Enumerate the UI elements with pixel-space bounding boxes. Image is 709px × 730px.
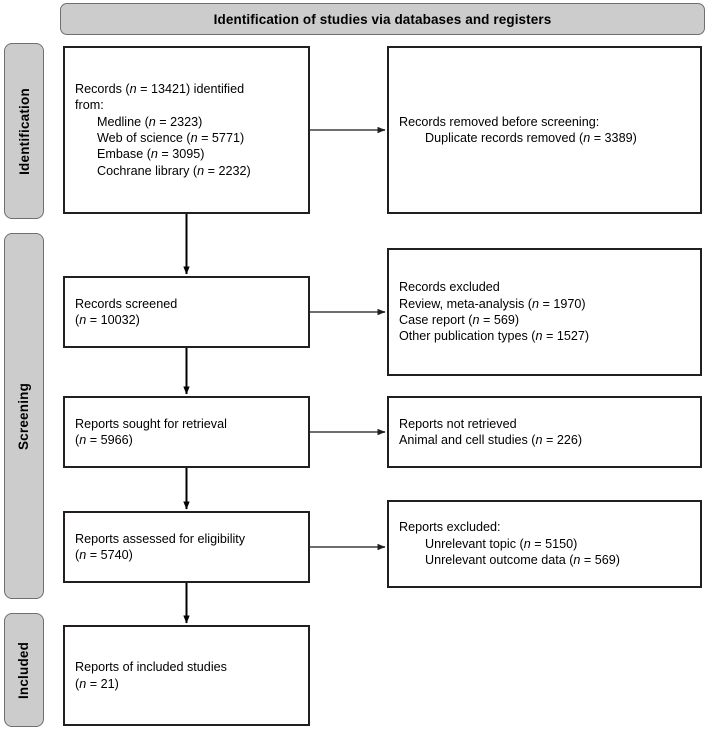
records-identified-source-medline: Medline (n = 2323)	[97, 114, 203, 129]
stage-label-identification: Identification	[16, 87, 32, 175]
reports-not-retrieved-line1: Reports not retrieved	[399, 416, 517, 431]
stage-label-included: Included	[16, 641, 32, 699]
stage-tab-included: Included	[4, 613, 44, 727]
reports-included-line1: Reports of included studies	[75, 660, 227, 675]
reports-not-retrieved-animal-cell-studies: Animal and cell studies (n = 226)	[399, 433, 583, 447]
box-reports-excluded: Reports excluded: Unrelevant topic (n = …	[387, 500, 702, 588]
records-removed-line1: Records removed before screening:	[399, 114, 600, 129]
reports-sought-line1: Reports sought for retrieval	[75, 416, 227, 431]
stage-tab-identification: Identification	[4, 43, 44, 219]
diagram-header-banner: Identification of studies via databases …	[60, 3, 705, 35]
reports-excluded-unrelevant-topic: Unrelevant topic (n = 5150)	[425, 536, 578, 551]
box-reports-not-retrieved: Reports not retrieved Animal and cell st…	[387, 396, 702, 468]
stage-label-screening: Screening	[16, 382, 32, 450]
box-reports-assessed-for-eligibility: Reports assessed for eligibility (n = 57…	[63, 511, 310, 583]
records-excluded-review-meta-analysis: Review, meta-analysis (n = 1970)	[399, 296, 586, 311]
records-screened-line1: Records screened	[75, 296, 178, 311]
records-identified-source-cochrane: Cochrane library (n = 2232)	[97, 163, 251, 178]
records-excluded-case-report: Case report (n = 569)	[399, 313, 520, 327]
stage-tab-screening: Screening	[4, 233, 44, 599]
box-records-excluded: Records excluded Review, meta-analysis (…	[387, 248, 702, 376]
records-screened-count: (n = 10032)	[75, 313, 140, 327]
box-reports-sought-for-retrieval: Reports sought for retrieval (n = 5966)	[63, 396, 310, 468]
reports-excluded-unrelevant-outcome-data: Unrelevant outcome data (n = 569)	[425, 553, 620, 568]
reports-excluded-line1: Reports excluded:	[399, 520, 501, 535]
records-identified-source-web-of-science: Web of science (n = 5771)	[97, 131, 245, 145]
records-identified-line2: from:	[75, 98, 104, 113]
box-reports-of-included-studies: Reports of included studies (n = 21)	[63, 625, 310, 726]
records-identified-line1: Records (n = 13421) identified	[75, 81, 245, 96]
box-records-identified: Records (n = 13421) identified from: Med…	[63, 46, 310, 214]
reports-assessed-line1: Reports assessed for eligibility	[75, 531, 246, 546]
reports-included-count: (n = 21)	[75, 676, 119, 691]
reports-sought-count: (n = 5966)	[75, 433, 133, 447]
box-records-removed-before-screening: Records removed before screening: Duplic…	[387, 46, 702, 214]
records-excluded-other-publication-types: Other publication types (n = 1527)	[399, 329, 590, 344]
records-excluded-line1: Records excluded	[399, 280, 500, 295]
records-identified-source-embase: Embase (n = 3095)	[97, 147, 205, 162]
box-records-screened: Records screened (n = 10032)	[63, 276, 310, 348]
records-removed-duplicates: Duplicate records removed (n = 3389)	[425, 131, 637, 145]
reports-assessed-count: (n = 5740)	[75, 548, 133, 562]
diagram-title: Identification of studies via databases …	[213, 11, 552, 27]
